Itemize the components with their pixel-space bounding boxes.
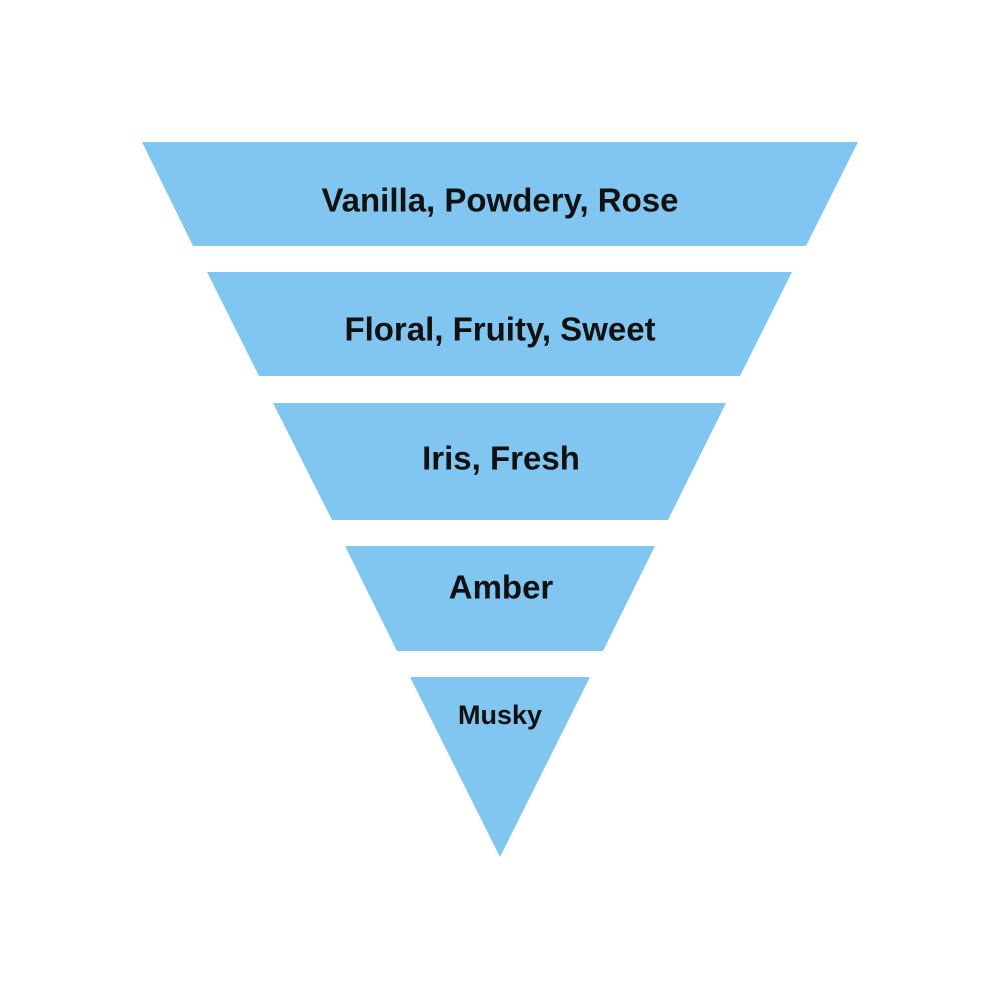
funnel-tier-5-shape [410,677,590,857]
funnel-tier-3: Iris, Fresh [273,403,726,520]
funnel-tier-3-shape [273,403,726,520]
funnel-tier-3-label: Iris, Fresh [422,440,580,477]
funnel-tier-5: Musky [410,677,590,857]
funnel-tier-1-label: Vanilla, Powdery, Rose [321,182,678,219]
funnel-tier-5-label: Musky [458,700,542,730]
funnel-tier-2-shape [207,272,792,376]
funnel-tier-1-shape [142,142,858,246]
funnel-tier-4-label: Amber [449,569,554,606]
funnel-tier-2-label: Floral, Fruity, Sweet [344,311,655,348]
funnel-tier-4-shape [345,546,655,651]
funnel-tier-2: Floral, Fruity, Sweet [207,272,792,376]
funnel-tier-4: Amber [345,546,655,651]
funnel-tier-1: Vanilla, Powdery, Rose [142,142,858,246]
